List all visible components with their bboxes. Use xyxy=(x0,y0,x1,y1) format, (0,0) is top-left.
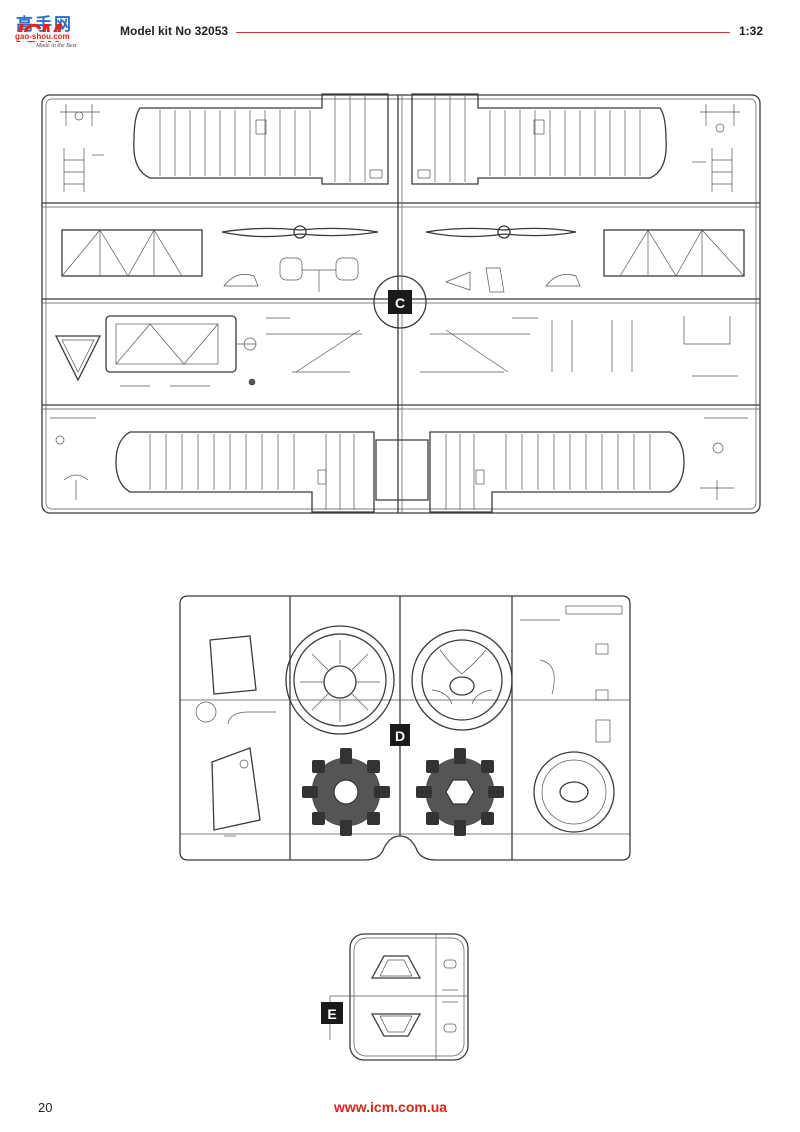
sprue-c-label-box xyxy=(388,290,412,314)
fuselage-frame xyxy=(105,315,257,373)
small-parts-top-right xyxy=(692,104,740,192)
sprue-c-frame xyxy=(41,94,761,514)
windscreen-lower xyxy=(370,1013,422,1037)
logo-watermark: 高手网 xyxy=(16,15,73,34)
sprue-d-right-parts xyxy=(520,605,623,743)
sprue-e-label: E xyxy=(327,1006,336,1022)
lower-wing-left xyxy=(115,431,375,513)
engine-crankcase-left xyxy=(285,625,395,735)
small-parts-bottom xyxy=(50,417,748,500)
engine-cowling-right xyxy=(411,629,513,731)
page-number: 20 xyxy=(38,1100,53,1115)
sprue-d-left-parts xyxy=(195,635,276,837)
propeller-right xyxy=(425,225,577,239)
sprue-c-label-ring xyxy=(373,275,427,329)
icm-logo: 高手网 ICM gao-shou.com Made in the Best xyxy=(6,6,108,50)
scale-label: 1:32 xyxy=(739,24,764,38)
radial-engine-right xyxy=(416,748,504,836)
sprue-c: C xyxy=(41,93,761,514)
sprue-d-label-box xyxy=(390,724,410,746)
sprue-d: D xyxy=(179,595,631,861)
row3-struts xyxy=(120,316,738,387)
radial-engine-left xyxy=(302,748,390,836)
sprue-d-label: D xyxy=(395,728,405,744)
wing-strut-frame-right xyxy=(603,229,745,277)
propeller-left xyxy=(221,225,379,239)
sprue-e: E xyxy=(321,933,469,1061)
sprue-e-label-box xyxy=(321,1002,343,1024)
small-parts-top-left xyxy=(60,104,104,192)
upper-wing-right xyxy=(411,93,667,185)
engine-backplate xyxy=(533,751,615,833)
website-link[interactable]: www.icm.com.ua xyxy=(334,1099,448,1115)
page-header: 高手网 ICM gao-shou.com Made in the Best Mo… xyxy=(0,0,800,60)
header-rule xyxy=(236,32,730,33)
kit-title: Model kit No 32053 xyxy=(120,24,229,38)
wing-strut-frame-left xyxy=(61,229,203,277)
windscreen-upper xyxy=(370,955,422,979)
sprue-c-frame-inner xyxy=(45,98,757,510)
upper-wing-left xyxy=(133,93,389,185)
sprue-c-label: C xyxy=(395,295,405,311)
triangle-part xyxy=(54,335,102,382)
row2-small-parts xyxy=(223,257,581,293)
lower-wing-center xyxy=(375,439,429,501)
logo-tagline: Made in the Best xyxy=(36,43,77,49)
sprue-e-small-parts xyxy=(442,959,458,1033)
lower-wing-right xyxy=(429,431,685,513)
sprue-e-frame-inner xyxy=(353,937,465,1057)
logo-url: gao-shou.com xyxy=(14,32,71,41)
sprue-e-frame xyxy=(349,933,469,1061)
